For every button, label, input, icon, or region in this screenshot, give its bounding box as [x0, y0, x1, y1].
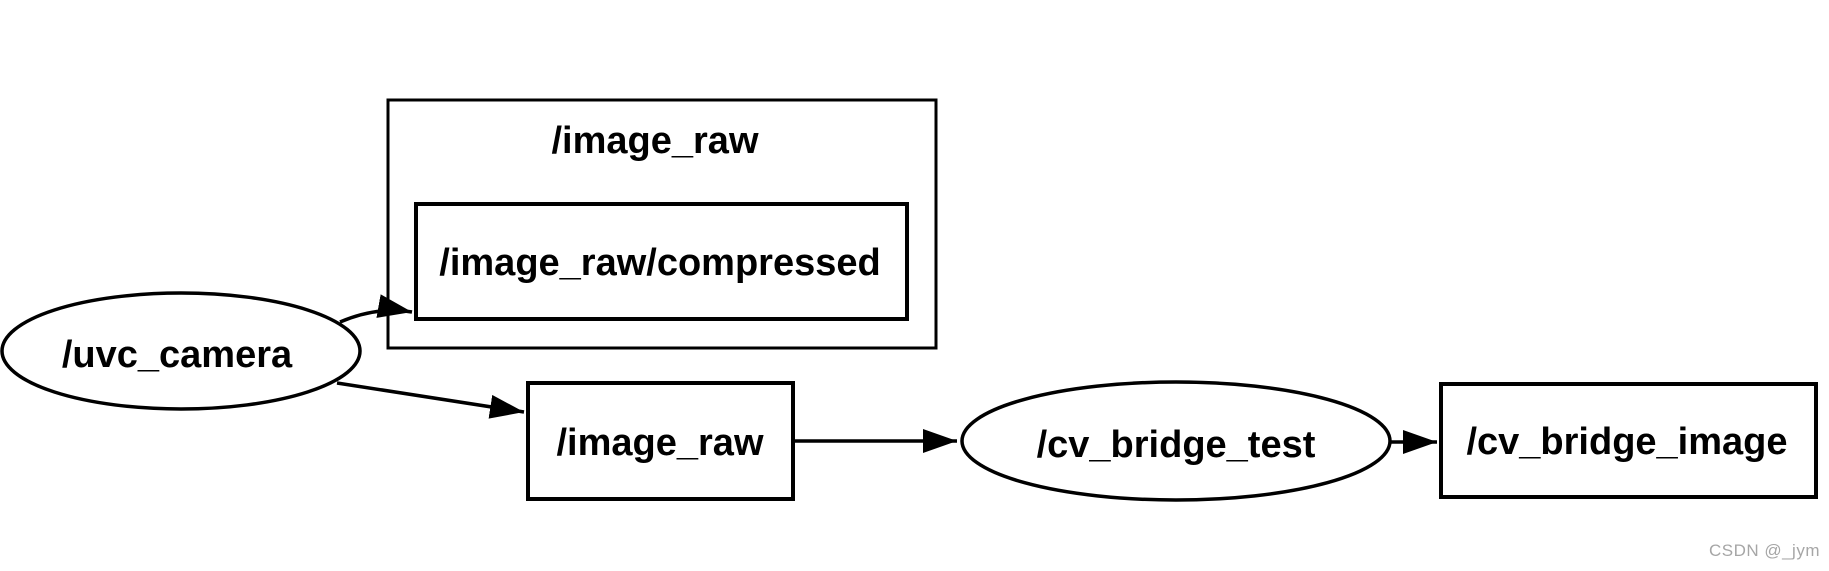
label-image-raw-compressed: /image_raw/compressed	[439, 242, 880, 284]
label-cv-bridge-image: /cv_bridge_image	[1466, 421, 1787, 463]
node-ellipse-uvc-camera	[0, 291, 362, 411]
topic-box-image-raw-compressed	[414, 202, 909, 321]
label-image-raw: /image_raw	[557, 422, 764, 464]
topic-box-image-raw	[526, 381, 795, 501]
nodes-layer: /image_raw/image_raw/compressed/image_ra…	[0, 98, 1818, 502]
edge-uvc-camera-to-image-raw-compressed	[339, 294, 413, 324]
csdn-watermark: CSDN @_jym	[1708, 541, 1820, 560]
label-uvc-camera: /uvc_camera	[62, 334, 293, 376]
topic-box-cv-bridge-image	[1439, 382, 1818, 499]
label-image-raw-namespace: /image_raw	[552, 120, 759, 162]
edge-uvc-camera-to-image-raw	[336, 381, 525, 419]
edges-layer	[336, 294, 1437, 454]
label-cv-bridge-test: /cv_bridge_test	[1037, 424, 1316, 466]
